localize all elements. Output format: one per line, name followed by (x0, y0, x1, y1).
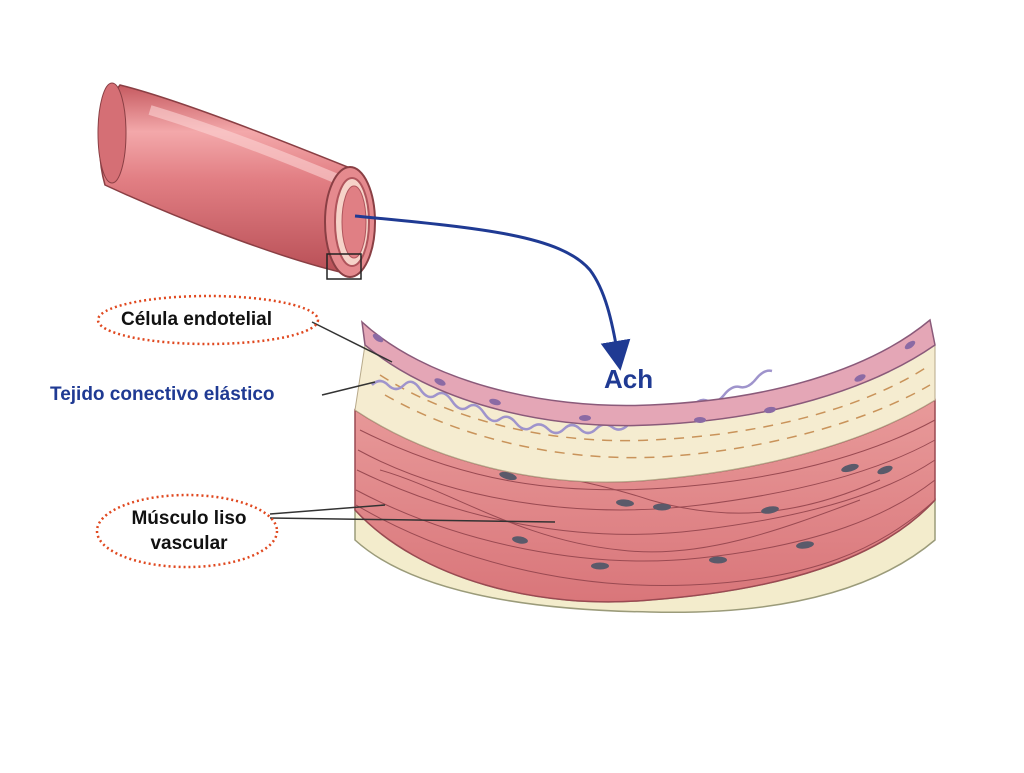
zoom-box (326, 253, 362, 280)
label-muscle-line-1: Músculo liso (131, 508, 247, 529)
label-elastic-connective-tissue: Tejido conectivo elástico (50, 384, 275, 405)
label-endothelial-cell: Célula endotelial (121, 309, 272, 330)
endothelial-highlight (96, 294, 320, 346)
leader-lines (269, 321, 556, 523)
label-muscle-line-2: vascular (150, 533, 228, 554)
leader-muscle-bottom (269, 517, 556, 523)
label-ach: Ach (604, 364, 654, 394)
muscle-nuclei (499, 463, 893, 570)
vessel-wall-section (354, 318, 936, 614)
leader-endothelial (311, 321, 393, 363)
blood-vessel-tube (97, 82, 376, 280)
arrow-to-ach (354, 214, 631, 371)
endothelial-nuclei (372, 333, 916, 423)
leader-muscle-top (269, 504, 386, 515)
label-vascular-smooth-muscle: Músculo liso vascular (104, 506, 274, 556)
endothelium-layer (360, 318, 936, 427)
muscle-highlight (95, 493, 279, 569)
connective-fibers (379, 364, 931, 459)
muscle-fibers (355, 419, 936, 587)
leader-elastic (321, 381, 376, 396)
